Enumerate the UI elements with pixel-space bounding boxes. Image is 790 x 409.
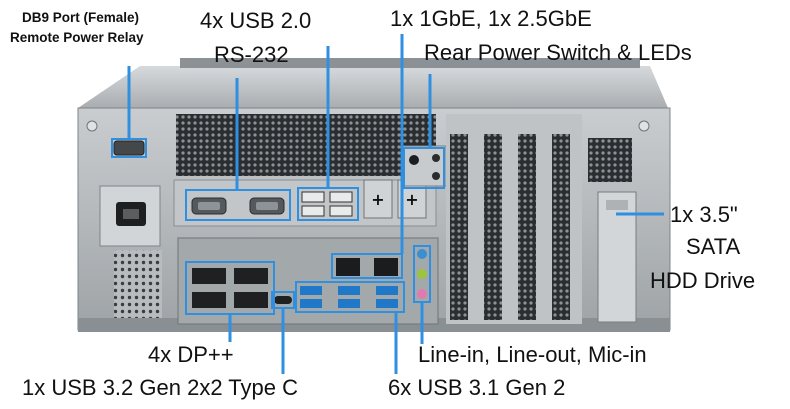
label-hdd-drive: HDD Drive — [650, 268, 756, 293]
chassis-top-rail — [180, 58, 640, 68]
label-hdd-size: 1x 3.5" — [670, 202, 738, 227]
chassis-top — [78, 66, 668, 108]
label-hdd-sata: SATA — [686, 234, 741, 259]
screw-right — [638, 120, 650, 132]
pcie-slots — [446, 114, 582, 324]
rs232-port-1 — [191, 197, 227, 215]
usb31-ports — [300, 286, 398, 308]
lan-ports — [336, 258, 398, 276]
label-usb20: 4x USB 2.0 — [200, 8, 312, 33]
audio-jacks — [417, 249, 427, 299]
label-rs232: RS-232 — [214, 42, 289, 67]
label-dp: 4x DP++ — [148, 342, 234, 367]
module-slot-1-plus: + — [371, 190, 384, 209]
label-usb31: 6x USB 3.1 Gen 2 — [388, 375, 566, 400]
left-vent — [114, 250, 162, 318]
label-power-switch: Rear Power Switch & LEDs — [424, 40, 692, 65]
screw-left — [86, 120, 98, 132]
label-remote-power-relay: Remote Power Relay — [10, 30, 144, 45]
module-slot-1 — [363, 179, 393, 219]
label-typec: 1x USB 3.2 Gen 2x2 Type C — [22, 375, 298, 400]
hdd-bay-handle — [606, 200, 628, 210]
label-db9-port: DB9 Port (Female) — [22, 10, 140, 25]
dp-ports — [192, 268, 268, 308]
module-slot-2-plus: + — [405, 190, 418, 209]
power-switch-leds — [401, 145, 447, 187]
rs232-port-2 — [249, 197, 285, 215]
label-gbe: 1x 1GbE, 1x 2.5GbE — [390, 6, 592, 31]
top-vent — [176, 114, 436, 176]
usb-typec-port — [274, 296, 292, 304]
right-vent — [588, 138, 632, 182]
db9-connector — [113, 140, 145, 156]
label-audio: Line-in, Line-out, Mic-in — [418, 342, 647, 367]
hdd-bay — [597, 191, 637, 323]
usb20-ports — [301, 191, 353, 217]
callout-lines — [127, 34, 664, 374]
power-inlet-pins — [123, 209, 139, 219]
